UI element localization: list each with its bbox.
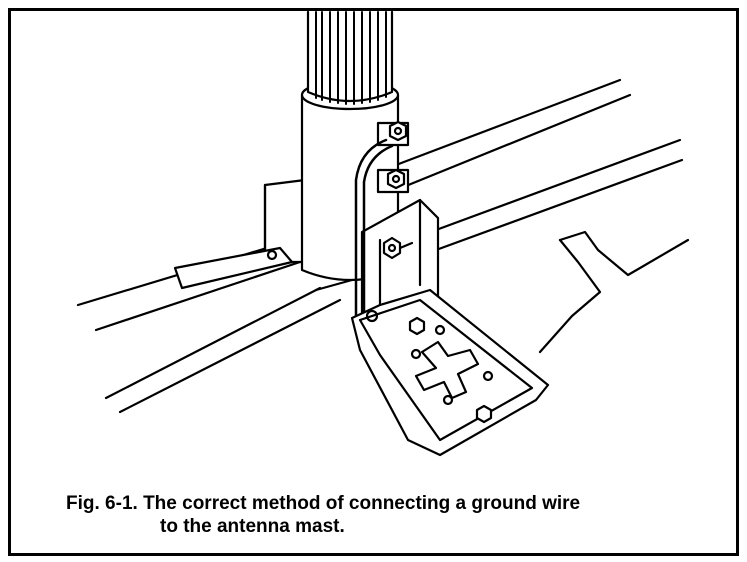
figure-caption: Fig. 6-1. The correct method of connecti… (66, 492, 706, 538)
base-plate (350, 288, 550, 457)
figure-frame (8, 8, 739, 556)
mounting-foot (173, 178, 307, 290)
antenna-mast (306, 10, 394, 105)
roof-surface (76, 78, 684, 414)
antenna-ground-illustration (76, 10, 690, 457)
caption-line-2: to the antenna mast. (160, 516, 345, 537)
clamp-bolts (376, 120, 410, 194)
caption-line-1: Fig. 6-1. The correct method of connecti… (66, 493, 581, 514)
wire-end (538, 230, 690, 354)
